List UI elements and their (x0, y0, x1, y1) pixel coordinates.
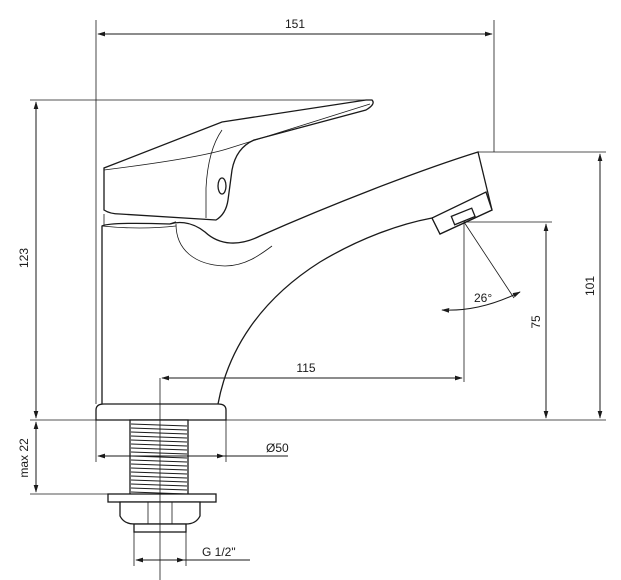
thread-line (130, 451, 188, 455)
thread-line (130, 431, 188, 435)
spout (169, 151, 493, 405)
thread-line (130, 467, 188, 471)
thread-line (130, 475, 188, 479)
lever-handle (103, 99, 374, 221)
thread-line (130, 427, 188, 431)
thread-line (130, 479, 188, 483)
mounting-washer (107, 493, 217, 503)
mounting-shank (107, 419, 217, 533)
dimension-lines (30, 20, 606, 580)
label-max-thickness: max 22 (17, 438, 31, 478)
thread-line (130, 443, 188, 447)
label-overall-width: 151 (285, 17, 305, 31)
thread-line (130, 459, 188, 463)
thread-line (130, 435, 188, 439)
thread-line (130, 471, 188, 475)
faucet-body (95, 99, 493, 421)
label-spout-height: 101 (583, 276, 597, 296)
thread-line (130, 439, 188, 443)
thread-line (130, 447, 188, 451)
label-thread-size: G 1/2" (202, 545, 236, 559)
label-spout-reach: 115 (296, 361, 315, 375)
mixer-column (101, 221, 177, 404)
label-overall-height: 123 (17, 248, 31, 268)
base-ring (95, 403, 227, 421)
dimension-labels: 151 123 101 75 115 Ø50 max 22 G 1/2" 26° (17, 17, 597, 559)
label-outlet-height: 75 (529, 315, 543, 329)
thread-line (130, 487, 188, 491)
thread-line (130, 483, 188, 487)
label-base-diameter: Ø50 (266, 441, 289, 455)
thread-line (130, 423, 188, 427)
thread-line (130, 463, 188, 467)
label-outlet-angle: 26° (474, 291, 492, 305)
